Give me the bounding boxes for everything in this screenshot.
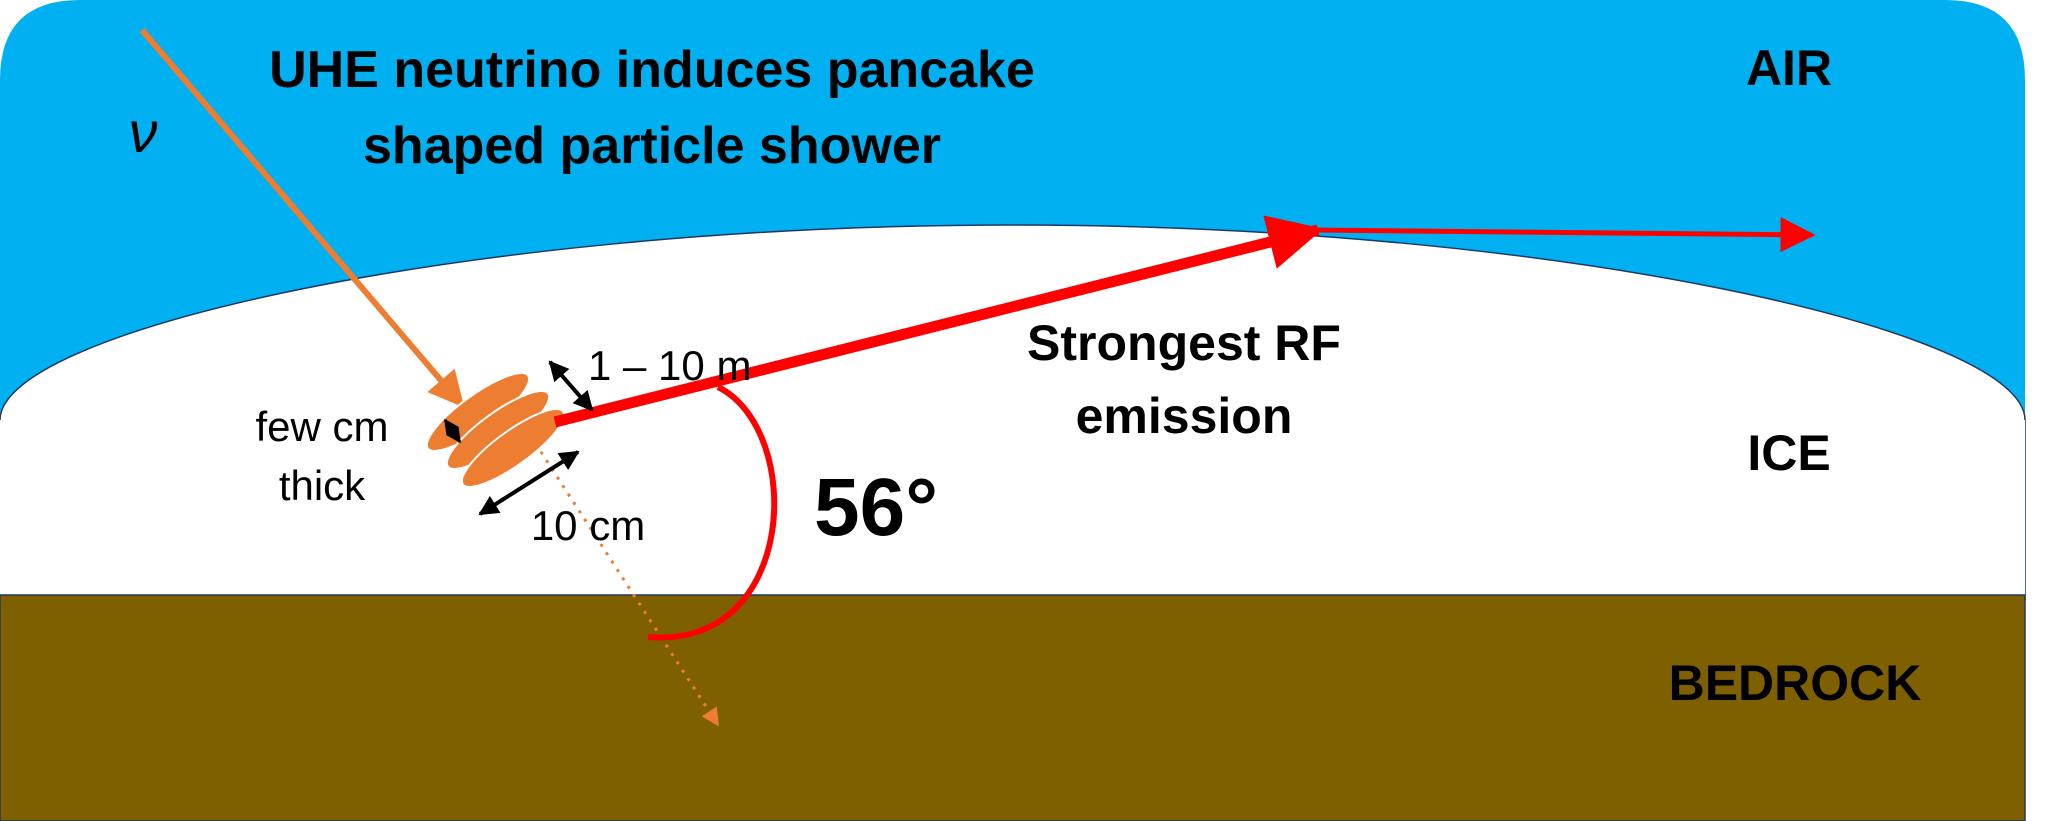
thickness-label-line-2: thick (279, 462, 366, 509)
region-label-ice: ICE (1747, 425, 1830, 481)
rf-refracted-path (1311, 217, 1816, 253)
angle-arc (647, 384, 778, 641)
title-line-2: shaped particle shower (363, 117, 941, 175)
neutrino-track (139, 28, 465, 408)
shower-length-label: 1 – 10 m (588, 342, 751, 389)
region-label-bedrock: BEDROCK (1669, 655, 1922, 711)
shower-length-arrow (548, 360, 594, 412)
region-label-air: AIR (1746, 40, 1832, 96)
rf-emission-path (553, 215, 1324, 428)
thickness-arrow (443, 418, 462, 444)
emission-label-line-2: emission (1076, 388, 1293, 444)
width-arrow (478, 450, 580, 516)
bedrock-region (0, 594, 2026, 821)
neutrino-continuation (528, 434, 720, 727)
angle-label: 56° (814, 462, 938, 553)
title-line-1: UHE neutrino induces pancake (269, 41, 1035, 99)
width-label: 10 cm (531, 502, 645, 549)
emission-label-line-1: Strongest RF (1027, 315, 1341, 371)
neutrino-symbol: ν (129, 100, 158, 165)
thickness-label-line-1: few cm (255, 403, 388, 450)
ice-fill (0, 420, 2025, 600)
